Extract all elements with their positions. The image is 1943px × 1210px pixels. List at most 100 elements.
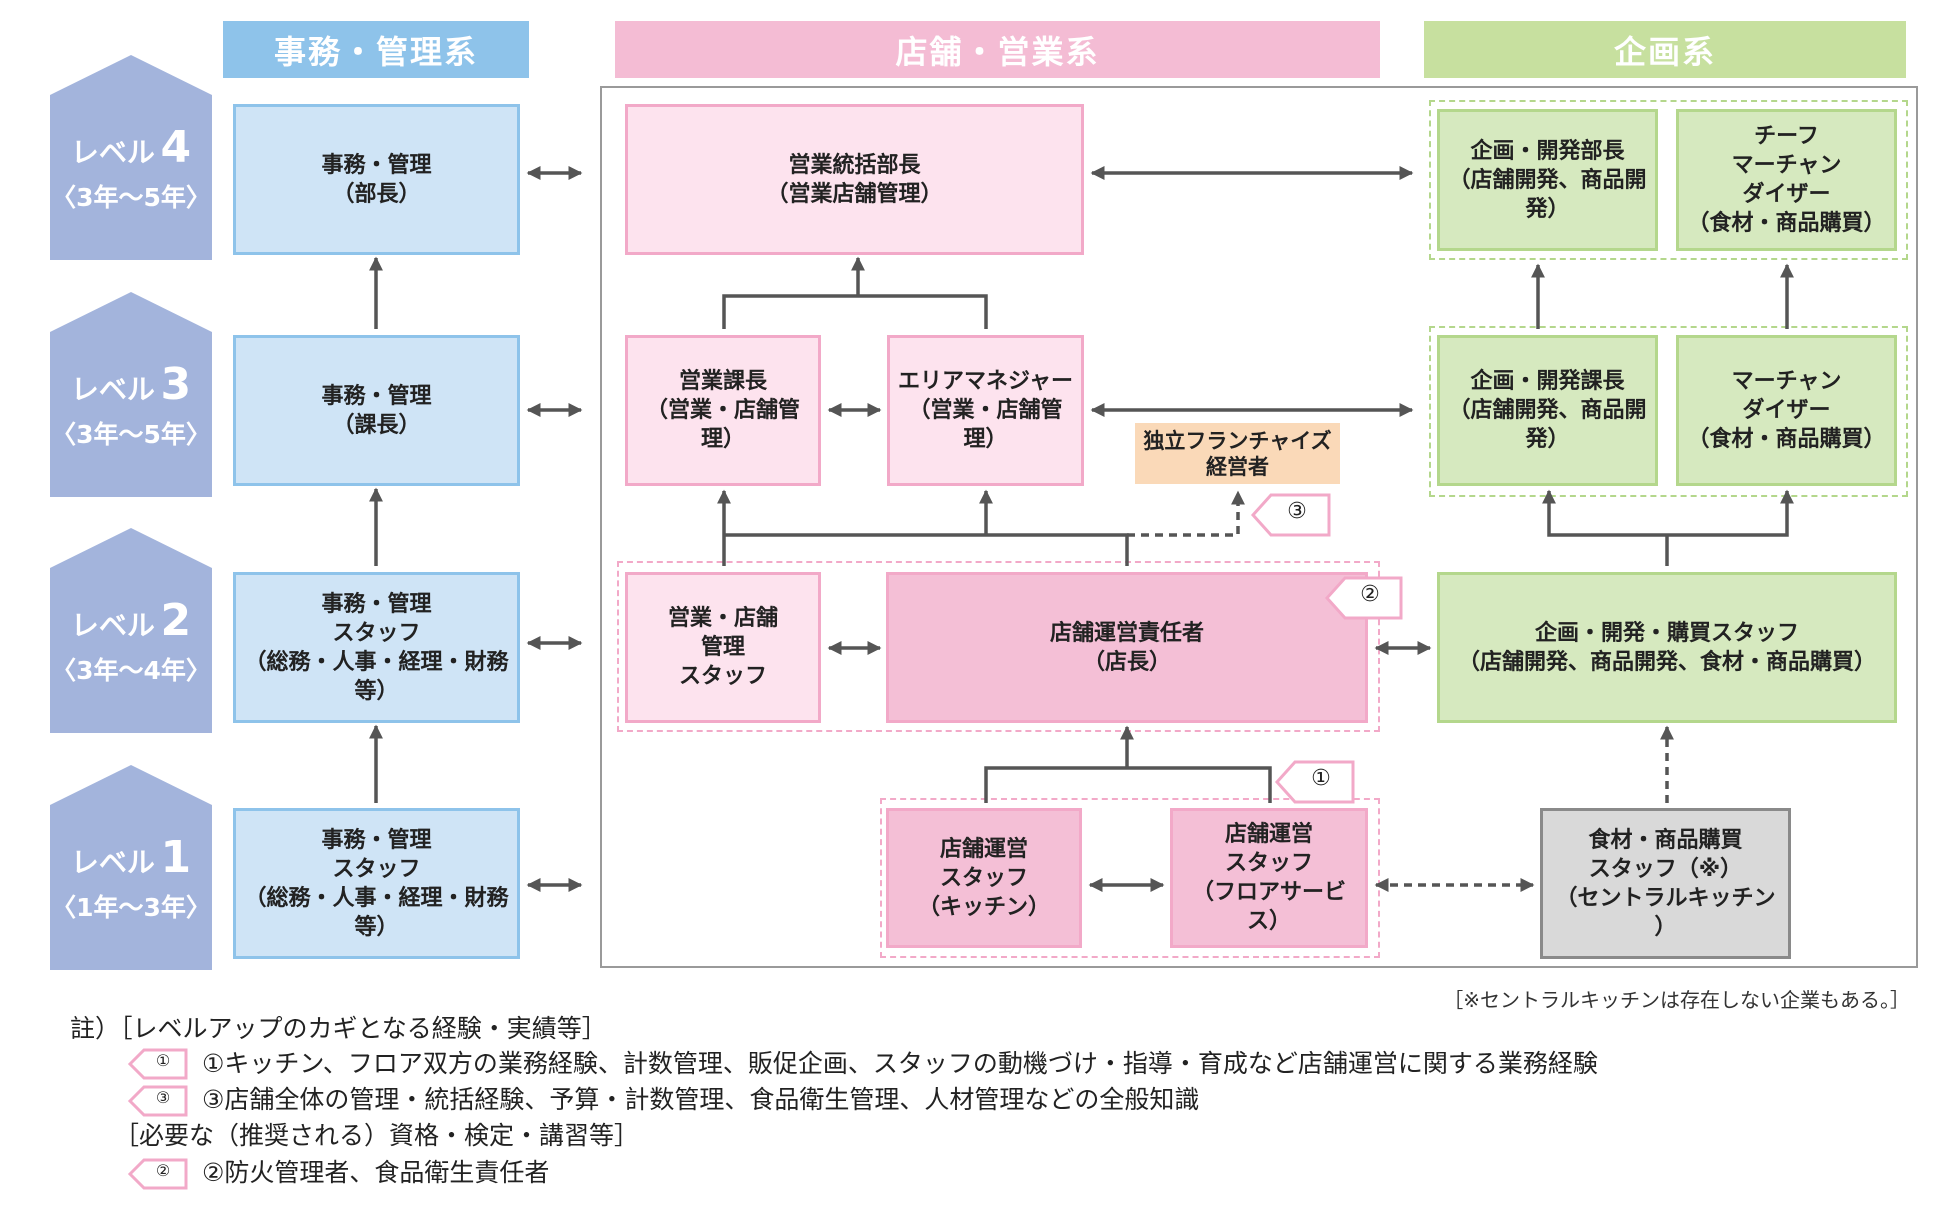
box-line: （営業・店舗管理）: [645, 398, 800, 452]
box-line: 企画・開発・購買スタッフ: [1534, 620, 1799, 646]
level-number: 2: [160, 595, 192, 646]
box-line: （部長）: [332, 181, 421, 207]
box-line: （営業・店舗管理）: [908, 398, 1063, 452]
box-line: スタッフ: [332, 856, 421, 882]
note-item-3: ③店舗全体の管理・統括経験、予算・計数管理、食品衛生管理、人材管理などの全般知識: [202, 1085, 1200, 1114]
level-number: 3: [160, 359, 192, 410]
tag-label: ③: [155, 1088, 171, 1107]
tag-3-marker: ③: [1250, 493, 1331, 537]
box-line: 営業課長: [678, 369, 767, 394]
career-area-frame: [600, 86, 1918, 968]
admin-level3-box: 事務・管理 （課長）: [233, 335, 520, 486]
box-line: 事務・管理: [321, 827, 432, 853]
tag-2-marker: ②: [1324, 576, 1403, 620]
note-tag-1: ①: [127, 1048, 188, 1080]
box-line: （総務・人事・経理・財務等）: [244, 649, 509, 704]
dev-purchasing-staff-box: 企画・開発・購買スタッフ （店舗開発、商品開発、食材・商品購買）: [1437, 572, 1897, 723]
tag-1-marker: ①: [1274, 760, 1355, 804]
level-number: 1: [160, 832, 192, 883]
box-line: ダイザー: [1742, 398, 1831, 423]
box-line: （食材・商品購買）: [1687, 427, 1886, 452]
level-label: レベル: [70, 609, 155, 642]
box-line: （店舗開発、商品開発、食材・商品購買）: [1457, 649, 1876, 675]
box-line: スタッフ: [678, 664, 767, 689]
box-line: 独立フランチャイズ: [1143, 428, 1332, 453]
notes-heading-qualifications: ［必要な（推奨される）資格・検定・講習等］: [114, 1121, 640, 1150]
admin-level1-box: 事務・管理 スタッフ （総務・人事・経理・財務等）: [233, 808, 520, 959]
box-line: 食材・商品購買: [1588, 827, 1743, 853]
level4-planning-group: [1429, 100, 1908, 260]
column-header-admin: 事務・管理系: [223, 21, 529, 78]
column-header-store: 店舗・営業系: [615, 21, 1380, 78]
box-line: スタッフ: [332, 620, 421, 646]
level-years: 〈3年～5年〉: [51, 183, 211, 212]
note-tag-2: ②: [127, 1158, 188, 1190]
tag-shape: [127, 1048, 188, 1080]
box-line: （課長）: [332, 412, 421, 438]
box-line: スタッフ: [939, 865, 1028, 891]
level-years: 〈3年～5年〉: [51, 420, 211, 449]
store-admin-staff-box: 営業・店舗 管理 スタッフ: [625, 572, 821, 723]
box-line: 企画・開発課長: [1470, 369, 1625, 394]
dev-director-box: 企画・開発部長 （店舗開発、商品開発）: [1437, 109, 1658, 251]
box-line: （セントラルキッチン ）: [1555, 885, 1776, 940]
tag-shape: [127, 1158, 188, 1190]
box-line: 経営者: [1206, 454, 1269, 479]
tag-label: ①: [1311, 766, 1331, 791]
tag-label: ①: [155, 1051, 171, 1070]
franchise-owner-box: 独立フランチャイズ 経営者: [1135, 423, 1340, 484]
tag-label: ②: [1360, 582, 1380, 607]
box-line: 事務・管理: [321, 152, 432, 178]
box-line: （店舗開発、商品開発）: [1448, 398, 1647, 452]
level-label: レベル: [70, 373, 155, 406]
box-line: 事務・管理: [321, 383, 432, 409]
box-line: チーフ: [1754, 124, 1819, 149]
kitchen-staff-box: 店舗運営 スタッフ （キッチン）: [886, 808, 1082, 948]
box-line: （キッチン）: [917, 894, 1050, 920]
box-line: 店舗運営責任者: [1049, 620, 1204, 646]
column-header-planning: 企画系: [1424, 21, 1906, 78]
box-line: マーチャン: [1731, 369, 1842, 394]
dev-manager-box: 企画・開発課長 （店舗開発、商品開発）: [1437, 335, 1658, 486]
tag-shape: [127, 1085, 188, 1117]
box-line: 営業統括部長: [788, 152, 921, 178]
box-line: （営業店舗管理）: [766, 181, 943, 207]
box-line: 管理: [700, 635, 745, 660]
tag-shape: [1250, 493, 1331, 537]
box-line: スタッフ: [1224, 851, 1313, 876]
note-item-2: ②防火管理者、食品衛生責任者: [202, 1158, 550, 1187]
admin-level2-box: 事務・管理 スタッフ （総務・人事・経理・財務等）: [233, 572, 520, 723]
area-manager-box: エリアマネジャー （営業・店舗管理）: [887, 335, 1084, 486]
box-line: 店舗運営: [939, 836, 1028, 862]
merchandiser-box: マーチャン ダイザー （食材・商品購買）: [1676, 335, 1897, 486]
box-line: 企画・開発部長: [1470, 138, 1625, 164]
box-line: （総務・人事・経理・財務等）: [244, 885, 509, 940]
level-years: 〈3年～4年〉: [51, 656, 211, 685]
floor-staff-box: 店舗運営 スタッフ （フロアサービス）: [1170, 808, 1368, 948]
box-line: 営業・店舗: [667, 606, 778, 631]
level-label: レベル: [70, 846, 155, 879]
box-line: 事務・管理: [321, 591, 432, 617]
store-manager-box: 店舗運営責任者 （店長）: [886, 572, 1368, 723]
box-line: （店舗開発、商品開発）: [1448, 167, 1647, 222]
notes-heading-experience: 註）［レベルアップのカギとなる経験・実績等］: [70, 1014, 607, 1043]
box-line: ダイザー: [1742, 182, 1831, 207]
general-manager-box: 営業統括部長 （営業店舗管理）: [625, 104, 1084, 255]
note-tag-3: ③: [127, 1085, 188, 1117]
tag-label: ③: [1287, 499, 1307, 524]
level-number: 4: [160, 122, 192, 173]
box-line: スタッフ（※）: [1588, 856, 1743, 882]
tag-shape: [1324, 576, 1403, 620]
purchasing-staff-box: 食材・商品購買 スタッフ（※） （セントラルキッチン ）: [1540, 808, 1791, 959]
box-line: （食材・商品購買）: [1687, 211, 1886, 236]
box-line: マーチャン: [1731, 153, 1842, 178]
tag-shape: [1274, 760, 1355, 804]
box-line: （店長）: [1082, 649, 1171, 675]
admin-level4-box: 事務・管理 （部長）: [233, 104, 520, 255]
chief-merchandiser-box: チーフ マーチャン ダイザー （食材・商品購買）: [1676, 109, 1897, 251]
footnote-central-kitchen: ［※セントラルキッチンは存在しない企業もある。］: [1443, 988, 1910, 1012]
